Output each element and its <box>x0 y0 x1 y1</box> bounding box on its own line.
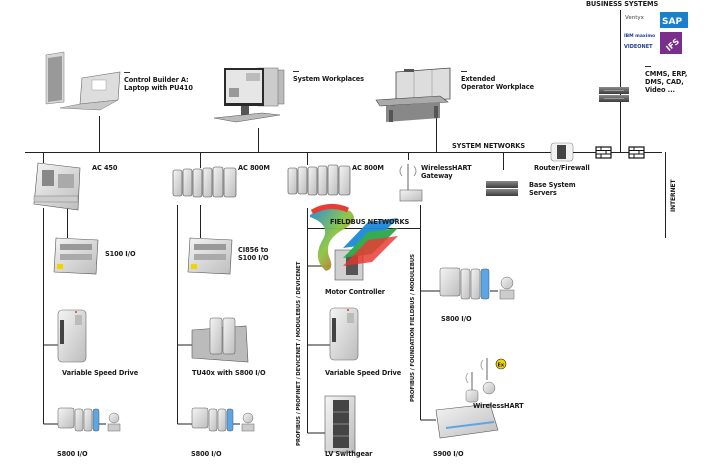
router-firewall-label: Router/Firewall <box>534 164 590 172</box>
s800-io-2-icon <box>191 407 255 432</box>
business-server-icon <box>599 87 629 102</box>
ex-hazard-icon <box>495 358 507 370</box>
vsd-1-icon <box>57 309 87 363</box>
base-servers-line-1: Base System <box>529 181 576 189</box>
vsd-2-icon <box>329 307 359 361</box>
laptop-icon <box>45 51 121 111</box>
firewall-icon-2 <box>628 146 645 159</box>
ci856-s100-io-icon <box>187 237 233 275</box>
label-dash <box>124 72 130 73</box>
control-builder-line-1: Control Builder A: <box>124 76 189 84</box>
videonet-logo: VIDEONET <box>624 44 653 50</box>
firewall-icon-1 <box>595 146 612 159</box>
system-workplaces-icon <box>213 67 285 123</box>
ci856-line-2: S100 I/O <box>238 254 269 263</box>
ac800m-1-icon <box>172 166 237 198</box>
motor-controller-label: Motor Controller <box>325 288 385 296</box>
ifs-logo <box>660 32 682 54</box>
s100-io-icon <box>53 237 99 275</box>
label-dash <box>645 66 651 67</box>
vsd-2-label: Variable Speed Drive <box>325 369 402 377</box>
business-logos: Ventyx SAP IBM maximo IFS VIDEONET <box>624 12 688 54</box>
sap-logo <box>660 12 688 28</box>
extended-operator-label: Extended Operator Workplace <box>461 71 534 91</box>
server-label-line-3: Video ... <box>645 86 675 95</box>
business-server-label: CMMS, ERP, DMS, CAD, Video ... <box>645 66 687 95</box>
internet-label: INTERNET <box>670 179 677 212</box>
label-dash <box>293 71 299 72</box>
overlay-logo <box>310 204 398 271</box>
business-systems-title: BUSINESS SYSTEMS <box>586 0 659 8</box>
extended-operator-workplace-icon <box>375 67 451 122</box>
control-builder-label: Control Builder A: Laptop with PU410 <box>124 72 193 92</box>
tu40x-label: TU40x with S800 I/O <box>192 369 266 377</box>
server-label-line-2: DMS, CAD, <box>645 78 684 87</box>
base-servers-label: Base System Servers <box>529 181 576 197</box>
vsd-1-label: Variable Speed Drive <box>62 369 139 377</box>
svg-text:Ex: Ex <box>498 363 505 369</box>
s800-io-2-label: S800 I/O <box>191 450 222 458</box>
wirelesshart-label: WirelessHART <box>473 402 524 410</box>
tu40x-s800-io-icon <box>191 317 249 363</box>
lv-switchgear-label: LV Swithgear <box>325 450 373 458</box>
s900-io-icon <box>435 403 499 439</box>
ventyx-logo: Ventyx <box>625 15 645 21</box>
s100-io-label: S100 I/O <box>105 250 136 258</box>
gateway-line-1: WirelessHART <box>421 164 472 172</box>
label-dash <box>461 71 467 72</box>
ac800m-2-label: AC 800M <box>352 164 384 172</box>
router-firewall-icon <box>550 142 574 162</box>
fieldbus-networks-label: FIELDBUS NETWORKS <box>330 218 410 226</box>
s900-io-label: S900 I/O <box>433 450 464 458</box>
lv-switchgear-icon <box>324 395 356 453</box>
base-servers-line-2: Servers <box>529 189 557 198</box>
wirelesshart-devices-icon: Ex <box>465 358 507 403</box>
ac800m-2-icon <box>287 164 351 196</box>
wirelesshart-gateway-icon <box>399 164 423 202</box>
s800-io-3-icon <box>439 267 515 300</box>
wirelesshart-gateway-label: WirelessHART Gateway <box>421 164 472 180</box>
column3-bus-label: PROFIBUS / PROFINET / DEVICENET / MODULE… <box>296 261 302 446</box>
ac450-icon <box>33 162 81 211</box>
extended-operator-line-1: Extended <box>461 75 496 83</box>
extended-operator-line-2: Operator Workplace <box>461 83 534 92</box>
ci856-label: CI856 to S100 I/O <box>238 246 269 263</box>
s800-io-3-label: S800 I/O <box>441 315 472 323</box>
s800-io-1-icon <box>57 407 121 432</box>
control-builder-line-2: Laptop with PU410 <box>124 84 193 93</box>
server-label-line-1: CMMS, ERP, <box>645 70 688 78</box>
base-servers-icon <box>486 181 518 196</box>
system-networks-label: SYSTEM NETWORKS <box>452 142 525 150</box>
system-workplaces-label: System Workplaces <box>293 71 364 83</box>
ac450-label: AC 450 <box>92 164 118 172</box>
column4-bus-label: PROFIBUS / FOUNDATION FIELDBUS / MODULEB… <box>410 254 416 402</box>
ci856-line-1: CI856 to <box>238 246 269 254</box>
ac800m-1-label: AC 800M <box>238 164 270 172</box>
ibm-maximo-logo: IBM maximo <box>624 33 655 39</box>
svg-text:SAP: SAP <box>662 17 682 27</box>
gateway-line-2: Gateway <box>421 172 453 181</box>
s800-io-1-label: S800 I/O <box>57 450 88 458</box>
system-workplaces-text: System Workplaces <box>293 75 365 83</box>
